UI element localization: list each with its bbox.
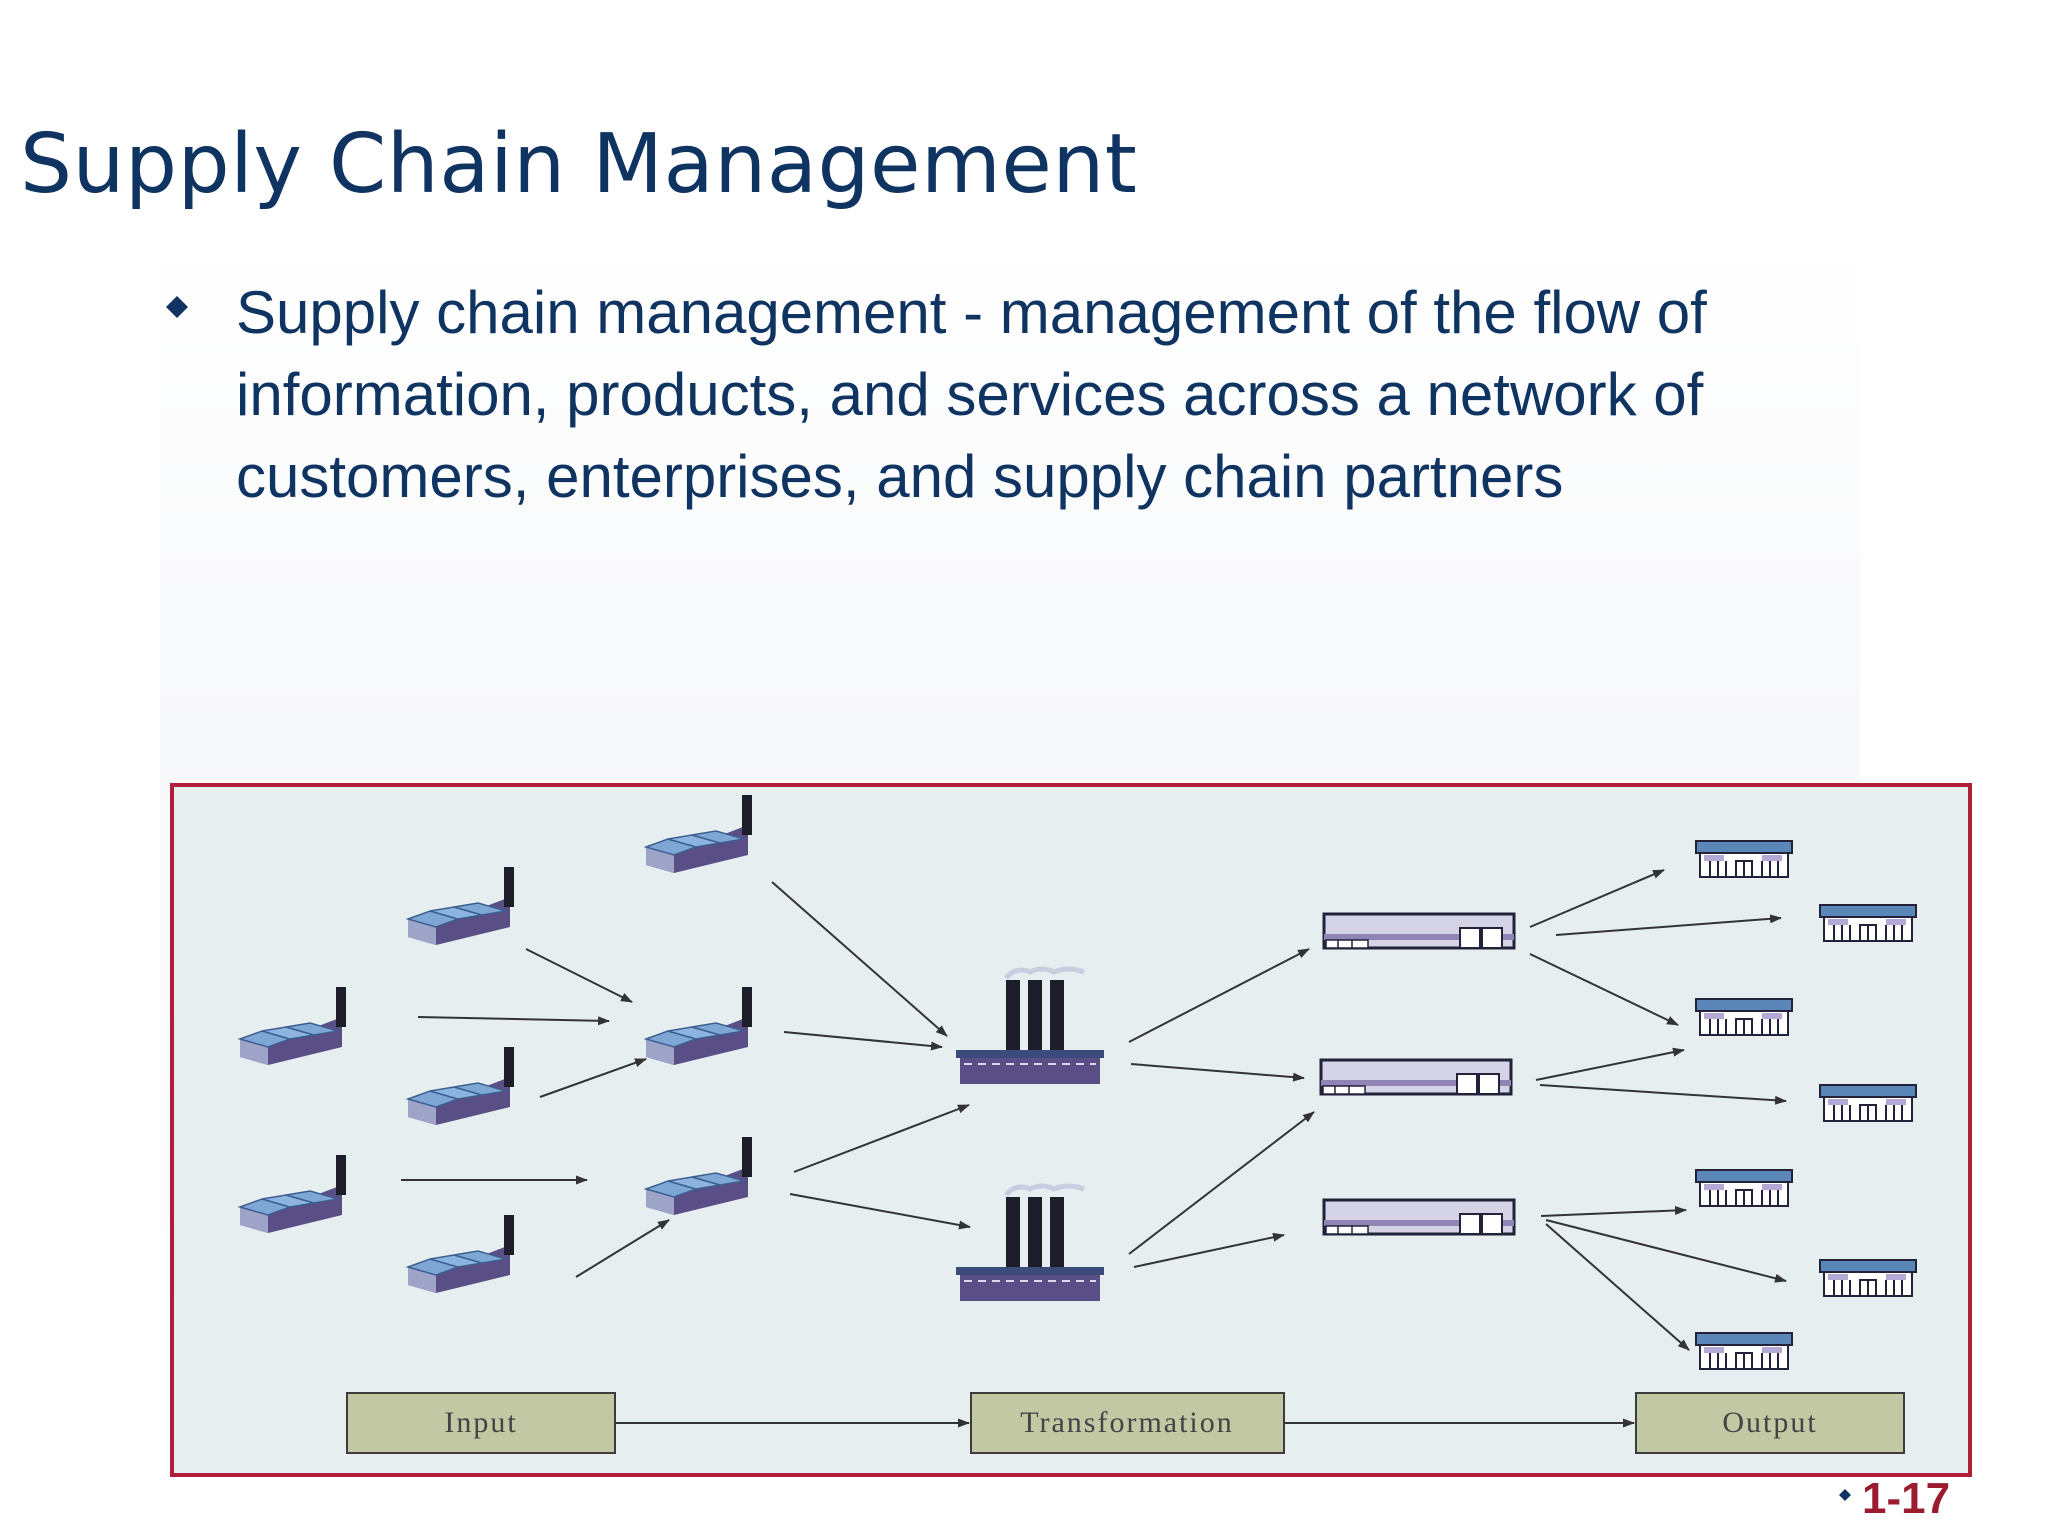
distribution-warehouse-icon — [1322, 1198, 1516, 1236]
supplier-factory-icon — [407, 1214, 515, 1294]
manufacturing-plant-icon — [956, 1186, 1104, 1301]
retail-store-icon — [1819, 1259, 1917, 1297]
manufacturing-plant-icon — [956, 969, 1104, 1084]
stage-transformation: Transformation — [970, 1392, 1285, 1454]
diamond-bullet-icon — [166, 296, 188, 318]
stage-output: Output — [1635, 1392, 1905, 1454]
stage-output-label: Output — [1722, 1406, 1817, 1439]
supply-chain-diagram-canvas: Input Transformation Output — [239, 794, 1917, 1454]
page-number: 1-17 — [1862, 1474, 1951, 1523]
supplier-factory-icon — [407, 866, 515, 946]
retail-store-icon — [1695, 1169, 1793, 1207]
stage-input: Input — [346, 1392, 616, 1454]
distribution-warehouse-icon — [1319, 1058, 1513, 1096]
stage-input-label: Input — [444, 1406, 517, 1439]
supply-chain-diagram: Input Transformation Output — [170, 783, 1972, 1477]
stage-transformation-label: Transformation — [1020, 1406, 1234, 1439]
slide-title: Supply Chain Management — [20, 117, 1138, 212]
supplier-factory-icon — [239, 986, 347, 1066]
bullet-text: Supply chain management - management of … — [236, 279, 1707, 510]
retail-store-icon — [1695, 998, 1793, 1036]
retail-store-icon — [1695, 840, 1793, 878]
supplier-factory-icon — [645, 986, 753, 1066]
retail-store-icon — [1695, 1332, 1793, 1370]
diamond-bullet-icon — [1839, 1489, 1851, 1501]
bullet-item: Supply chain management - management of … — [160, 272, 1880, 518]
supplier-factory-icon — [645, 1136, 753, 1216]
supplier-factory-icon — [645, 794, 753, 874]
retail-store-icon — [1819, 904, 1917, 942]
retail-store-icon — [1819, 1084, 1917, 1122]
flow-arrows — [401, 869, 1787, 1351]
supplier-factory-icon — [239, 1154, 347, 1234]
supplier-factory-icon — [407, 1046, 515, 1126]
distribution-warehouse-icon — [1322, 912, 1516, 950]
